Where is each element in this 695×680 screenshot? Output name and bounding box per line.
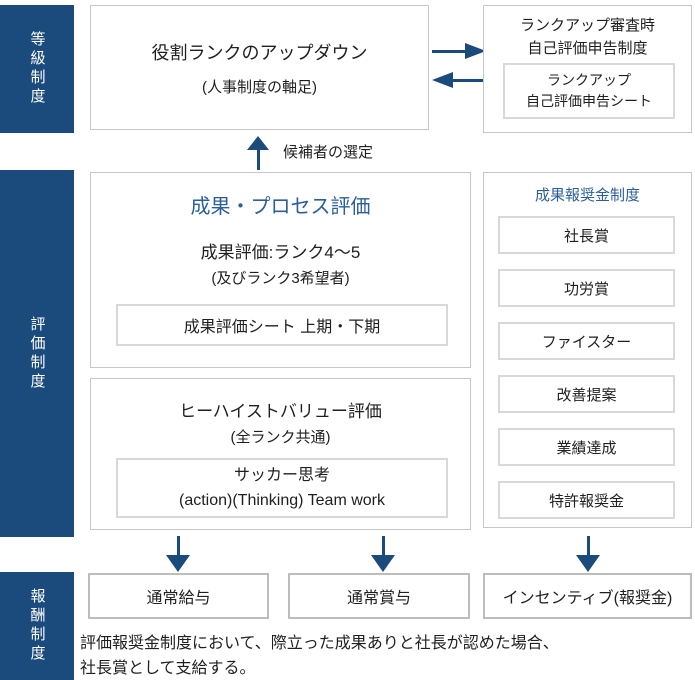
sidebar-band-compensation: 報酬制度 xyxy=(0,572,74,680)
up-arrow-icon xyxy=(247,136,269,170)
role-rank-subtitle: (人事制度の軸足) xyxy=(202,78,317,96)
soccer-thinking-line1: サッカー思考 xyxy=(233,467,330,484)
normal-bonus-box: 通常賞与 xyxy=(288,573,470,619)
down-arrow-head xyxy=(576,555,600,572)
process-eval-title: 成果・プロセス評価 xyxy=(190,196,371,218)
bonus-item-merit-award: 功労賞 xyxy=(498,269,675,307)
bonus-system-box: 成果報奨金制度 社長賞 功労賞 ファイスター 改善提案 業績達成 特許報奨金 xyxy=(483,172,692,528)
rankup-sheet-line2: 自己評価申告シート xyxy=(526,93,652,109)
candidate-selection-label: 候補者の選定 xyxy=(283,144,374,161)
up-arrow-shaft xyxy=(256,148,260,170)
value-eval-title: ヒーハイストバリュー評価 xyxy=(179,402,382,421)
down-arrow-shaft xyxy=(381,536,385,555)
process-eval-line2: (及びランク3希望者) xyxy=(211,270,350,287)
bonus-item-fighter: ファイスター xyxy=(498,322,675,360)
down-arrow-icon xyxy=(576,536,600,572)
soccer-thinking-box: サッカー思考 (action)(Thinking) Team work xyxy=(116,458,448,518)
grade-band-label: 等級制度 xyxy=(28,31,46,107)
rankup-review-box: ランクアップ審査時 自己評価申告制度 ランクアップ 自己評価申告シート xyxy=(483,5,692,133)
footnote-line2: 社長賞として支給する。 xyxy=(80,660,256,677)
bonus-item-president-award: 社長賞 xyxy=(498,216,675,254)
value-eval-subtitle: (全ランク共通) xyxy=(230,429,331,446)
process-eval-line1: 成果評価:ランク4〜5 xyxy=(200,243,361,262)
process-eval-box: 成果・プロセス評価 成果評価:ランク4〜5 (及びランク3希望者) 成果評価シー… xyxy=(90,172,471,368)
evaluation-band-label: 評価制度 xyxy=(28,315,46,392)
role-rank-title: 役割ランクのアップダウン xyxy=(151,42,368,63)
value-eval-box: ヒーハイストバリュー評価 (全ランク共通) サッカー思考 (action)(Th… xyxy=(90,378,471,530)
rankup-sheet-box: ランクアップ 自己評価申告シート xyxy=(503,63,675,119)
bonus-item-kaizen: 改善提案 xyxy=(498,375,675,413)
bonus-item-patent: 特許報奨金 xyxy=(498,481,675,519)
down-arrow-icon xyxy=(166,536,190,572)
sidebar-band-evaluation: 評価制度 xyxy=(0,170,74,537)
left-arrow-head xyxy=(432,72,453,88)
up-arrow-head xyxy=(247,136,269,150)
bonus-item-list: 社長賞 功労賞 ファイスター 改善提案 業績達成 特許報奨金 xyxy=(498,216,675,519)
compensation-band-label: 報酬制度 xyxy=(28,588,46,664)
down-arrow-icon xyxy=(371,536,395,572)
down-arrow-head xyxy=(166,555,190,572)
down-arrow-shaft xyxy=(586,536,590,555)
down-arrow-head xyxy=(371,555,395,572)
soccer-thinking-line2: (action)(Thinking) Team work xyxy=(179,492,385,509)
footnote-line1: 評価報奨金制度において、際立った成果ありと社長が認めた場合、 xyxy=(80,635,559,652)
rankup-review-line2: 自己評価申告制度 xyxy=(527,40,648,57)
bonus-item-performance: 業績達成 xyxy=(498,428,675,466)
role-rank-box: 役割ランクのアップダウン (人事制度の軸足) xyxy=(90,5,429,130)
normal-salary-box: 通常給与 xyxy=(88,573,269,619)
down-arrow-shaft xyxy=(176,536,180,555)
process-eval-sheet-label: 成果評価シート 上期・下期 xyxy=(183,319,381,336)
rankup-sheet-line1: ランクアップ xyxy=(547,72,631,88)
rankup-review-line1: ランクアップ審査時 xyxy=(519,17,655,34)
right-arrow-head xyxy=(465,43,486,59)
incentive-box: インセンティブ(報奨金) xyxy=(483,573,692,619)
bonus-system-title: 成果報奨金制度 xyxy=(534,187,640,204)
right-arrow-icon xyxy=(432,43,486,59)
sidebar-band-grade: 等級制度 xyxy=(0,5,74,133)
right-arrow-shaft xyxy=(432,49,465,53)
process-eval-sheet-box: 成果評価シート 上期・下期 xyxy=(116,304,448,346)
footnote: 評価報奨金制度において、際立った成果ありと社長が認めた場合、 社長賞として支給す… xyxy=(80,631,559,680)
left-arrow-shaft xyxy=(453,78,486,82)
left-arrow-icon xyxy=(432,72,486,88)
